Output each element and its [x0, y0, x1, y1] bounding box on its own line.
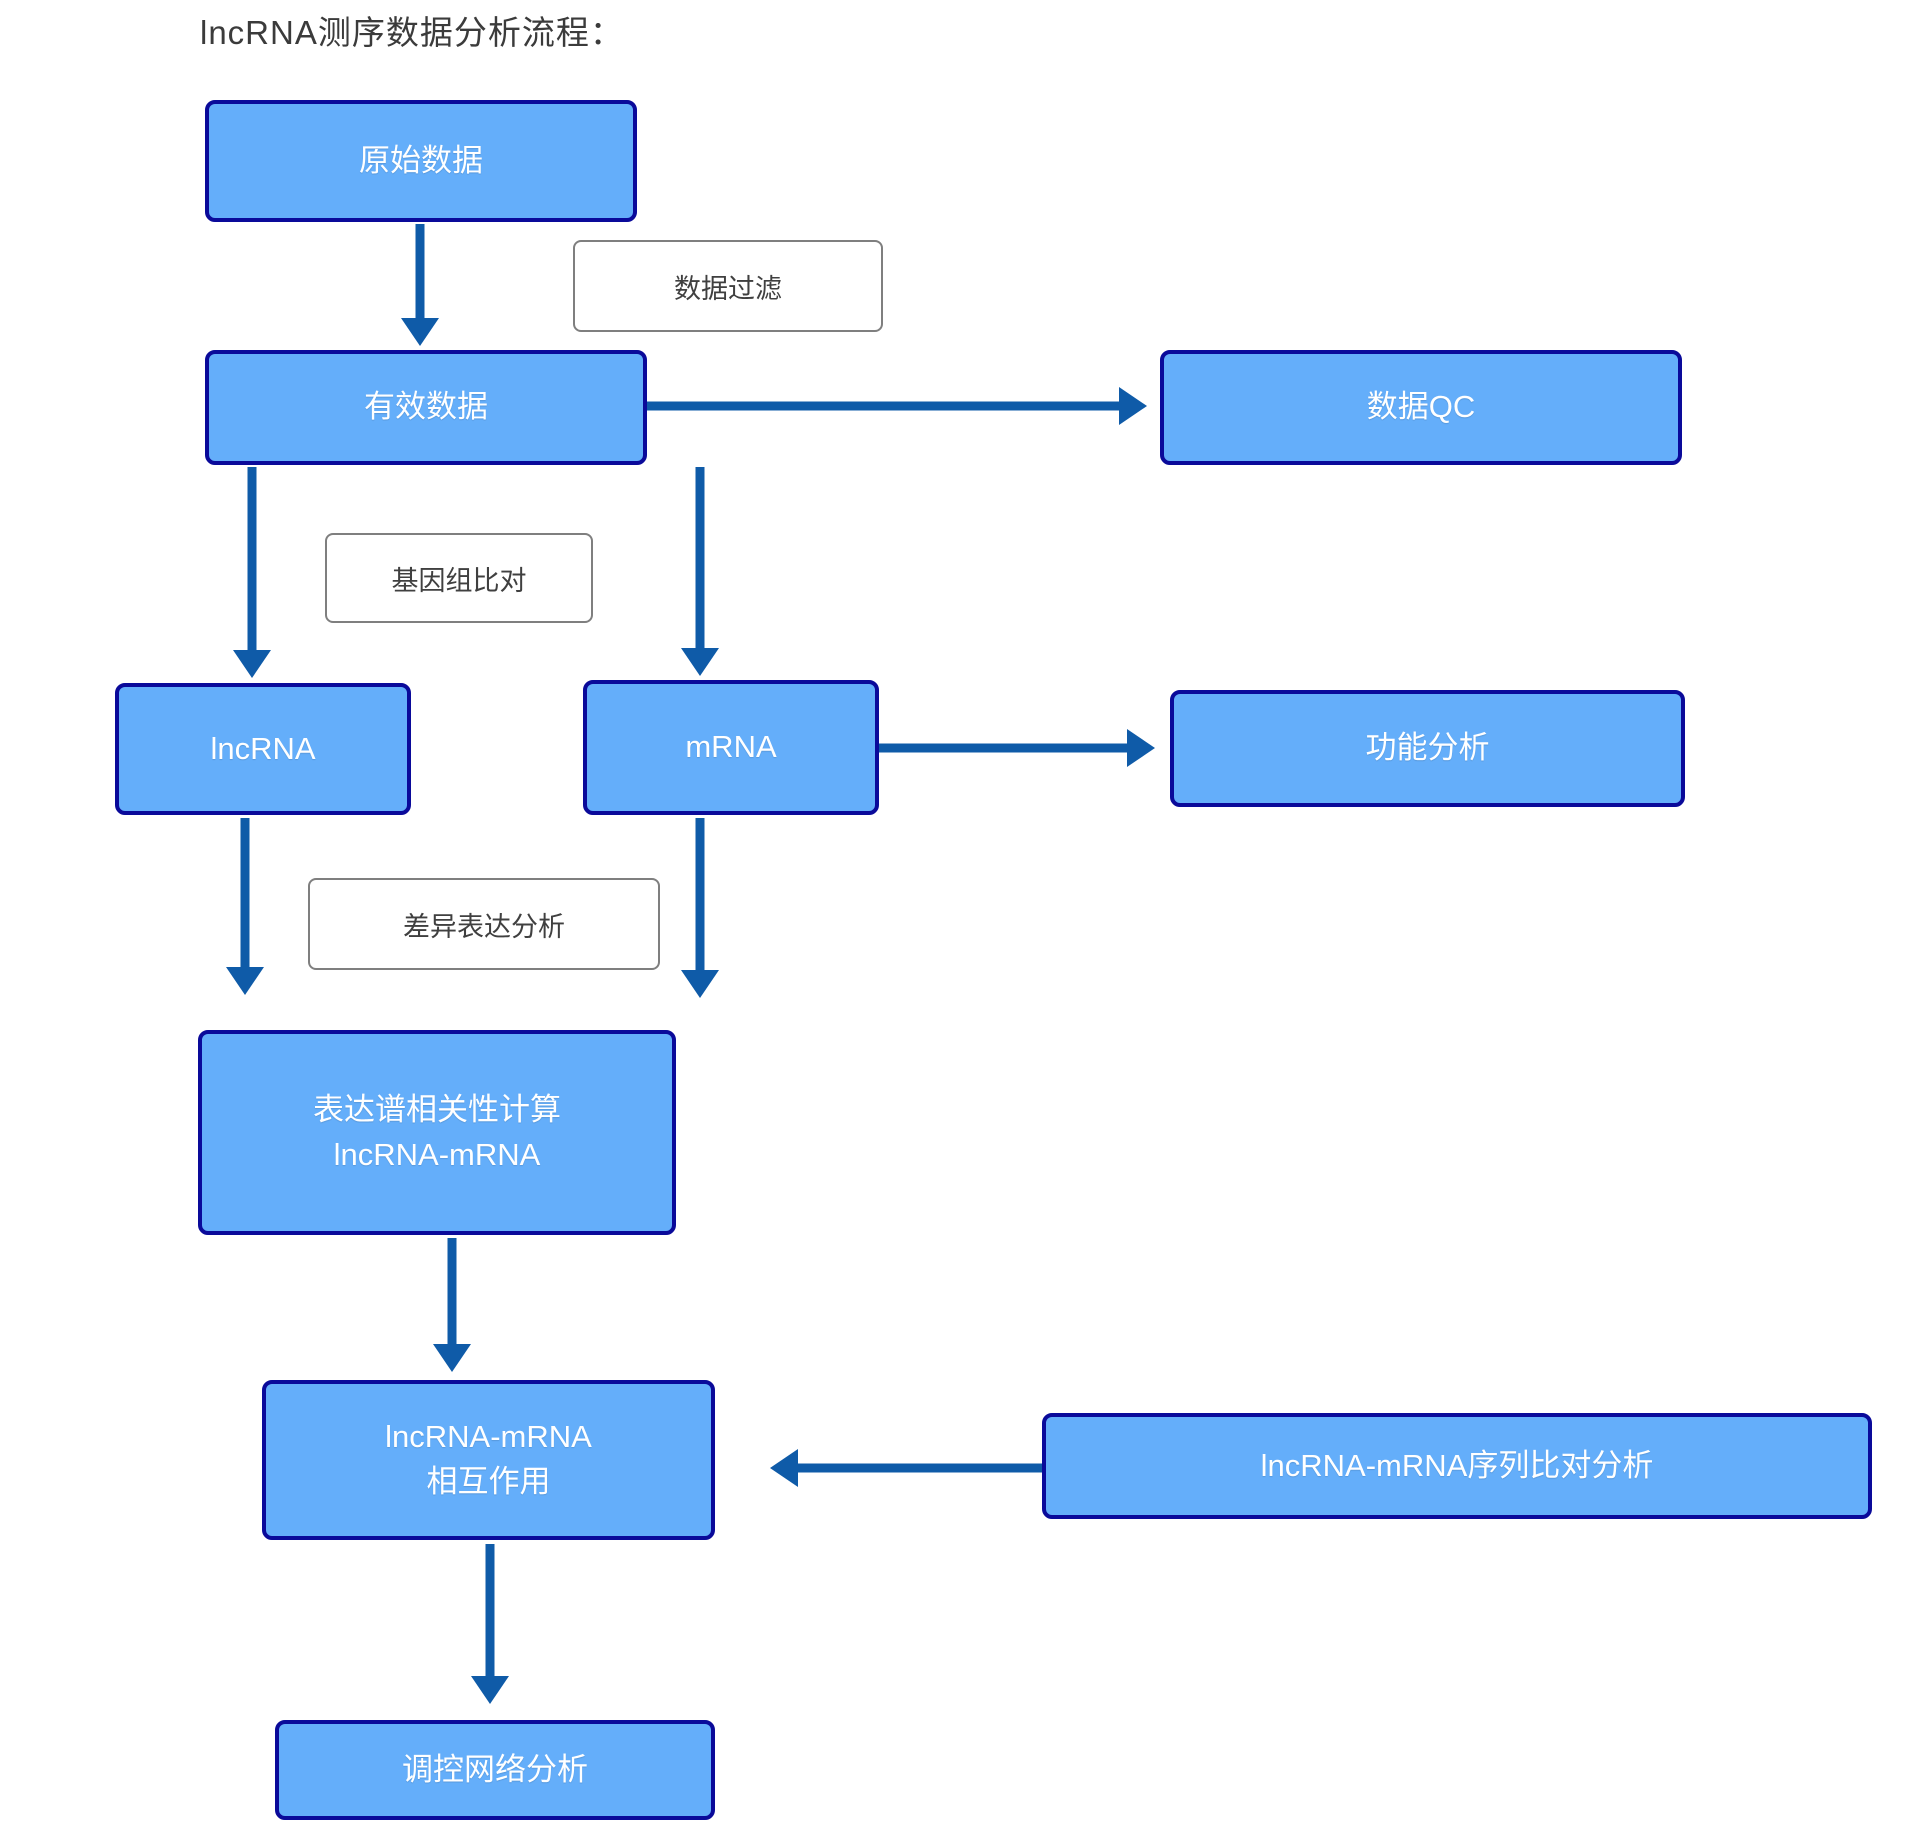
arrow-head-down: [401, 318, 439, 346]
arrow-head-down: [681, 648, 719, 676]
node-regulatory-network: 调控网络分析: [275, 1720, 715, 1820]
arrow-shaft: [415, 224, 425, 321]
arrow-shaft: [247, 467, 257, 653]
node-valid-data-label: 有效数据: [364, 389, 488, 425]
arrow-head-left: [770, 1449, 798, 1487]
arrow-head-down: [226, 967, 264, 995]
arrow-shaft: [795, 1463, 1042, 1473]
arrow-raw-to-valid: [400, 224, 440, 346]
arrow-mrna-to-correlation: [680, 818, 720, 998]
node-lncrna-label: lncRNA: [210, 730, 316, 766]
arrow-head-down: [681, 970, 719, 998]
step-genome-alignment-label: 基因组比对: [391, 565, 527, 596]
arrow-head-right: [1127, 729, 1155, 767]
arrow-shaft: [695, 467, 705, 651]
arrow-head-down: [433, 1344, 471, 1372]
arrow-valid-to-qc: [647, 386, 1147, 426]
node-valid-data: 有效数据: [205, 350, 647, 465]
node-functional-analysis-label: 功能分析: [1365, 730, 1490, 766]
node-raw-data-label: 原始数据: [359, 142, 483, 178]
node-raw-data: 原始数据: [205, 100, 637, 222]
step-data-filter-label: 数据过滤: [674, 273, 782, 304]
arrow-interaction-to-network: [470, 1544, 510, 1704]
arrow-shaft: [695, 818, 705, 973]
node-sequence-alignment-analysis: lncRNA-mRNA序列比对分析: [1042, 1413, 1872, 1519]
arrow-shaft: [879, 743, 1130, 753]
arrow-sequence-to-interaction: [770, 1448, 1042, 1488]
arrow-shaft: [485, 1544, 495, 1679]
arrow-lncrna-to-correlation: [225, 818, 265, 995]
node-data-qc-label: 数据QC: [1366, 389, 1476, 425]
node-mrna-label: mRNA: [685, 729, 777, 765]
page-title: lncRNA测序数据分析流程：: [200, 14, 624, 51]
step-data-filter: 数据过滤: [573, 240, 883, 332]
arrow-mrna-to-functional: [879, 728, 1155, 768]
arrow-shaft: [240, 818, 250, 970]
step-differential-expression: 差异表达分析: [308, 878, 660, 970]
arrow-shaft: [447, 1238, 457, 1347]
node-regulatory-network-label: 调控网络分析: [402, 1751, 588, 1787]
node-mrna: mRNA: [583, 680, 879, 815]
arrow-valid-to-lncrna: [232, 467, 272, 678]
arrow-shaft: [647, 401, 1122, 411]
node-data-qc: 数据QC: [1160, 350, 1682, 465]
node-expression-correlation-line2: lncRNA-mRNA: [333, 1136, 541, 1172]
arrow-head-down: [471, 1676, 509, 1704]
node-lncrna-mrna-interaction-line1: lncRNA-mRNA: [385, 1419, 592, 1455]
node-lncrna-mrna-interaction-line2: 相互作用: [426, 1464, 551, 1499]
arrow-head-down: [233, 650, 271, 678]
node-functional-analysis: 功能分析: [1170, 690, 1685, 807]
node-lncrna: lncRNA: [115, 683, 411, 815]
arrow-correlation-to-interaction: [432, 1238, 472, 1372]
node-expression-correlation: 表达谱相关性计算 lncRNA-mRNA: [198, 1030, 676, 1235]
node-expression-correlation-line1: 表达谱相关性计算: [313, 1091, 561, 1127]
node-sequence-alignment-analysis-label: lncRNA-mRNA序列比对分析: [1260, 1447, 1654, 1483]
arrow-head-right: [1119, 387, 1147, 425]
arrow-valid-to-mrna: [680, 467, 720, 676]
node-lncrna-mrna-interaction: lncRNA-mRNA 相互作用: [262, 1380, 715, 1540]
step-genome-alignment: 基因组比对: [325, 533, 593, 623]
step-differential-expression-label: 差异表达分析: [403, 911, 565, 942]
